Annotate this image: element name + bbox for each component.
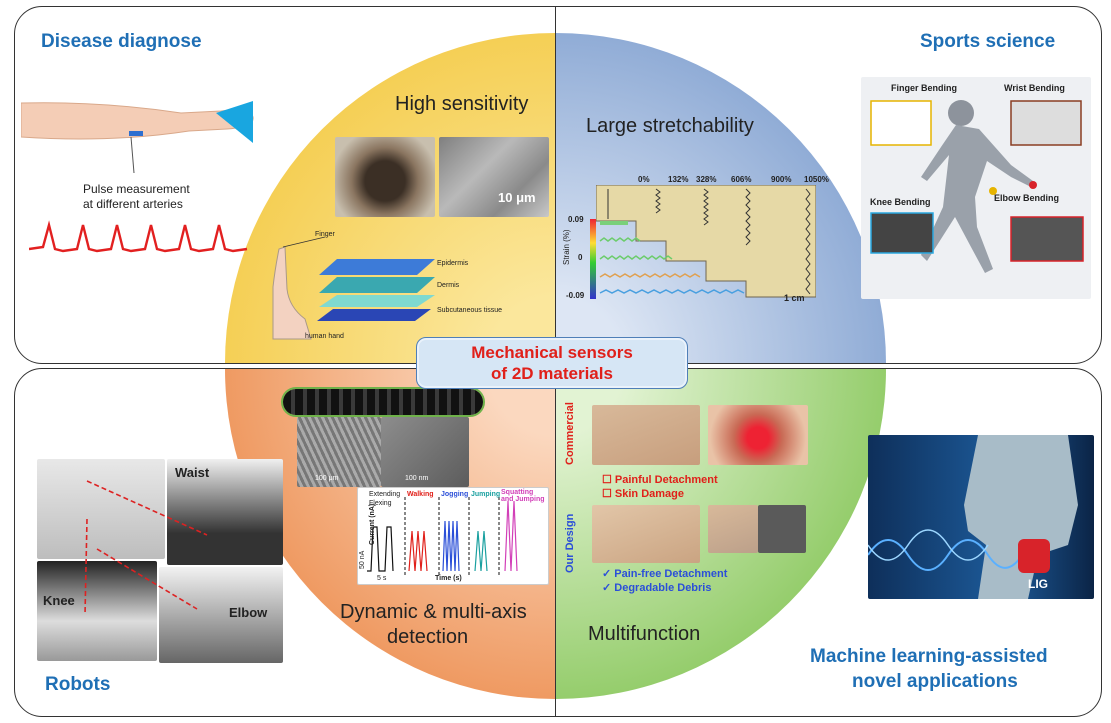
label-finger-bending: Finger Bending [891,83,957,93]
knee-photo [37,561,157,661]
waist-photo [167,459,283,565]
design-photo-3 [758,505,806,553]
subtitle-large-stretchability: Large stretchability [586,115,754,137]
center-title-line1: Mechanical sensors [471,343,633,362]
label-dermis: Dermis [437,282,460,289]
strain-colorbar [590,219,596,299]
painful-text: Painful Detachment [614,474,718,486]
runner-figure [870,100,1084,273]
label-walking: Walking [407,491,434,498]
plot-yscale: 50 nA [359,550,366,569]
degradable-text: Degradable Debris [614,582,712,594]
strain-tick-3: 606% [731,175,752,184]
label-human-hand: human hand [305,333,344,340]
sem-scale-1: 100 μm [315,475,339,482]
sem-scale-2: 100 nm [405,475,429,482]
panel-robots: Robots Dynamic & multi-axis detection Wa… [14,368,556,717]
pulse-label-1: Pulse measurement [83,182,190,196]
label-wrist-bending: Wrist Bending [1004,83,1065,93]
scale-1cm: 1 cm [784,293,805,303]
design-photo-2 [708,505,758,553]
strain-min: -0.09 [566,291,585,300]
subtitle-high-sensitivity: High sensitivity [395,93,529,115]
title-ml-2: novel applications [852,671,1018,692]
label-waist: Waist [175,465,210,480]
strain-tick-2: 328% [696,175,717,184]
ml-head-figure [868,435,1078,599]
strain-max: 0.09 [568,215,584,224]
current-plot [367,497,518,577]
label-extending: Extending [369,491,401,498]
pulse-waveform [29,220,248,253]
skin-damage-text: Skin Damage [614,488,685,500]
robot-connection-arrows [84,480,208,616]
label-lig: LIG [1028,577,1048,591]
label-jogging: Jogging [441,491,469,498]
plot-ylabel: Current (nA) [369,503,376,545]
elbow-photo [159,567,283,663]
title-ml-1: Machine learning-assisted [810,646,1048,667]
strain-tick-0: 0% [638,175,650,184]
label-skin-damage: ☐ Skin Damage [602,488,685,500]
sem-image-2 [381,417,469,487]
title-robots: Robots [45,674,111,695]
strain-tick-1: 132% [668,175,689,184]
scale-bar-label: 10 μm [498,190,536,205]
design-photo-1 [592,505,700,563]
label-squatting: Squatting and Jumping [501,489,545,503]
strain-mid: 0 [578,253,583,262]
sem-image-1 [297,417,381,487]
label-elbow: Elbow [229,605,268,620]
label-our-design: Our Design [564,513,576,573]
label-painful-detachment: ☐ Painful Detachment [602,474,718,486]
subtitle-dynamic-1: Dynamic & multi-axis [340,601,527,623]
label-finger: Finger [315,231,335,238]
stretch-strips [596,185,816,298]
title-disease-diagnose: Disease diagnose [41,31,202,52]
sensor-fiber [283,389,483,415]
skin-layers-diagram [272,236,435,340]
pulse-label-2: at different arteries [83,197,183,211]
label-flexing: Flexing [369,500,392,507]
commercial-photo-2 [708,405,808,465]
pain-free-text: Pain-free Detachment [614,568,728,580]
arm-illustration [21,101,254,173]
label-knee-bending: Knee Bending [870,197,931,207]
robot-photo [37,459,165,559]
center-title-box: Mechanical sensors of 2D materials [416,337,688,389]
label-subcutaneous: Subcutaneous tissue [437,307,502,314]
label-knee: Knee [43,593,75,608]
label-elbow-bending: Elbow Bending [994,193,1059,203]
commercial-photo-1 [592,405,700,465]
strain-tick-4: 900% [771,175,792,184]
label-epidermis: Epidermis [437,260,469,267]
plot-xscale: 5 s [377,575,387,582]
title-sports-science: Sports science [920,31,1056,52]
center-title-line2: of 2D materials [491,364,613,383]
subtitle-multifunction: Multifunction [588,623,701,645]
spider-photo [335,137,435,217]
sem-image [439,137,549,217]
strain-axis-label: Strain (%) [562,229,571,265]
subtitle-dynamic-2: detection [387,626,469,648]
label-jumping: Jumping [471,491,501,498]
panel-disease-diagnose: Disease diagnose High sensitivity Pulse … [14,6,556,364]
panel-machine-learning: Machine learning-assisted novel applicat… [555,368,1102,717]
label-pain-free: ✓ Pain-free Detachment [602,568,728,580]
plot-xlabel: Time (s) [435,575,462,582]
label-degradable: ✓ Degradable Debris [602,582,712,594]
strain-wave-bars [599,221,745,294]
label-commercial: Commercial [564,402,576,465]
strain-tick-5: 1050% [804,175,829,184]
panel-sports-science: Sports science Large stretchability 0.09… [555,6,1102,364]
